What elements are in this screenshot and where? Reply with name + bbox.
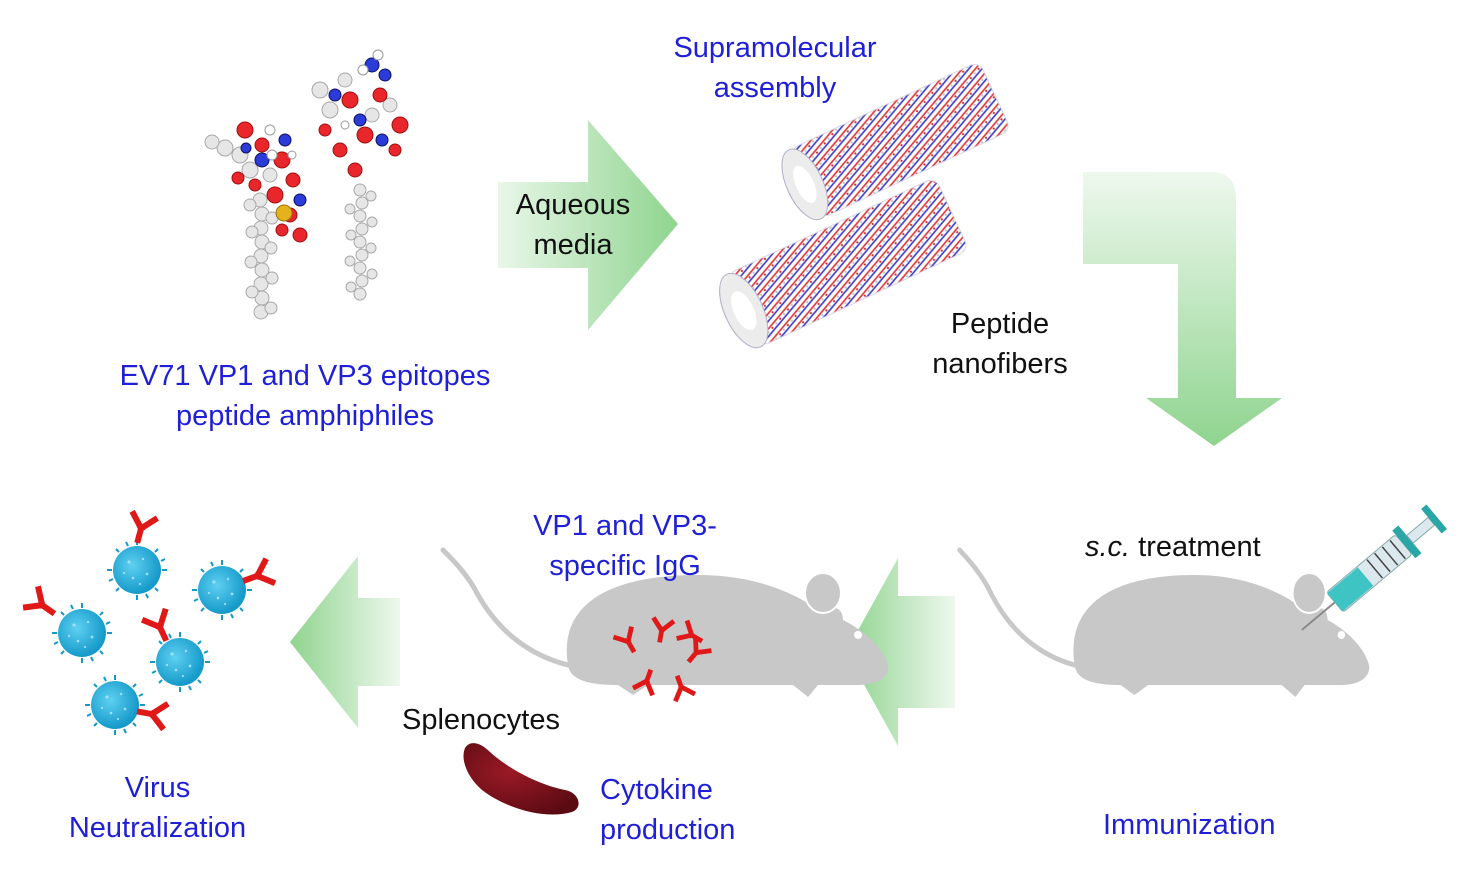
- aqueous-arrow-shape: [498, 120, 678, 330]
- supramolecular-assembly-label: Supramolecular assembly: [640, 28, 910, 108]
- left-arrow-shape: [290, 556, 400, 728]
- virus-label-line2: Neutralization: [68, 812, 247, 844]
- aqueous-label-line2: media: [533, 229, 613, 261]
- supramolecular-label-line1: Supramolecular: [673, 32, 877, 64]
- cytokine-label-line2: production: [600, 814, 736, 846]
- nanofibers-label-line1: Peptide: [950, 308, 1050, 340]
- amphiphiles-label: EV71 VP1 and VP3 epitopes peptide amphip…: [70, 356, 540, 436]
- aqueous-label-line1: Aqueous: [515, 189, 631, 221]
- immunization-label: Immunization: [1103, 809, 1276, 841]
- spleen-icon: [463, 743, 579, 815]
- nanofibers-label-line2: nanofibers: [932, 348, 1068, 380]
- amphiphiles-label-line1: EV71 VP1 and VP3 epitopes: [119, 360, 491, 392]
- sc-treatment-rest: treatment: [1130, 531, 1261, 563]
- cytokine-label-line1: Cytokine: [600, 774, 713, 806]
- mouse-icon: [960, 550, 1370, 697]
- virus-neutralization-label: Virus Neutralization: [30, 768, 285, 848]
- sc-treatment-italic: s.c.: [1085, 531, 1131, 563]
- middle-left-arrow-shape: [846, 558, 955, 746]
- supramolecular-label-line2: assembly: [713, 72, 837, 104]
- cytokine-production-label: Cytokine production: [600, 770, 735, 850]
- bent-down-arrow-shape: [1083, 172, 1282, 446]
- peptide-molecule-icon: [311, 49, 409, 301]
- virus-icon: [51, 539, 253, 736]
- sc-treatment-label: s.c. treatment: [1085, 527, 1261, 567]
- nanofibers-label: Peptide nanofibers: [905, 304, 1095, 384]
- peptide-molecule-icon: [204, 121, 308, 320]
- aqueous-media-label: Aqueous media: [498, 185, 648, 265]
- syringe-icon: [1301, 504, 1448, 631]
- nanofiber-icon: [719, 63, 1009, 349]
- virus-label-line1: Virus: [124, 772, 191, 804]
- splenocytes-label: Splenocytes: [402, 704, 560, 736]
- amphiphiles-label-line2: peptide amphiphiles: [176, 400, 434, 432]
- igg-label: VP1 and VP3- specific IgG: [500, 506, 750, 586]
- igg-label-line1: VP1 and VP3-: [533, 510, 717, 542]
- igg-label-line2: specific IgG: [549, 550, 701, 582]
